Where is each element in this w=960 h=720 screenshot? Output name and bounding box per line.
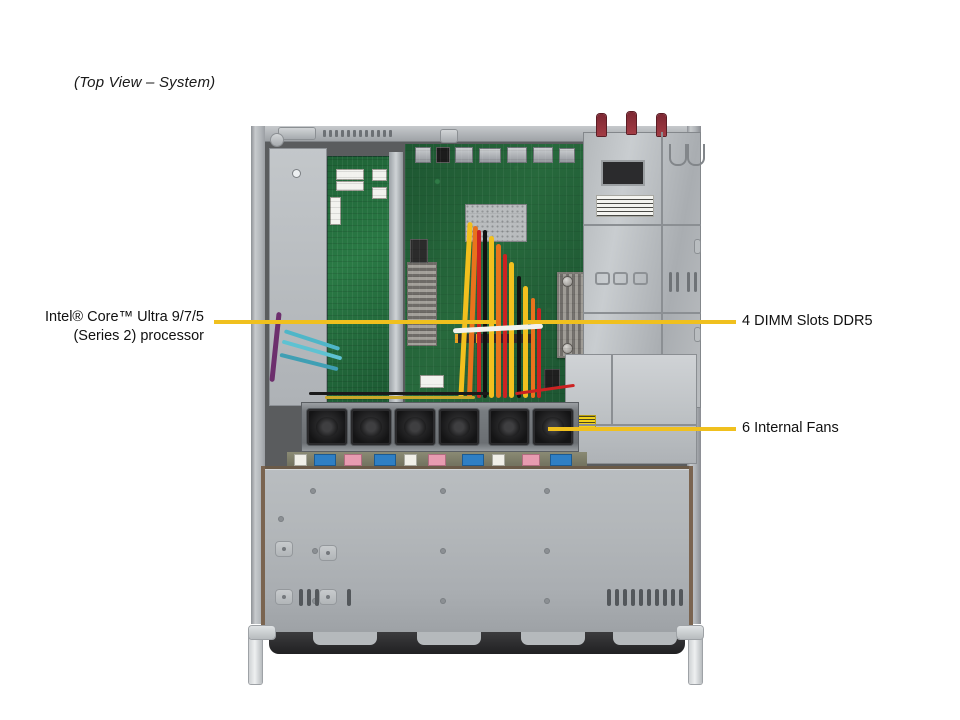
callout-cpu-line2: (Series 2) processor	[73, 328, 204, 344]
power-cable	[517, 276, 521, 398]
psu-handle-slot	[687, 144, 705, 166]
rack-ear-right[interactable]	[689, 632, 702, 684]
callout-cpu-line1: Intel® Core™ Ultra 9/7/5	[45, 309, 204, 325]
io-port-lan	[533, 147, 553, 163]
chassis-top-strip	[265, 126, 687, 142]
sata-connector	[551, 455, 571, 465]
standoff-mount	[275, 541, 293, 557]
fan-cable	[309, 392, 489, 395]
callout-dimm-line1: 4 DIMM Slots DDR5	[742, 313, 873, 329]
io-port-lan	[507, 147, 527, 163]
backplane-connector-strip	[287, 452, 587, 468]
motherboard	[405, 144, 669, 412]
rack-ear-right-hook[interactable]	[677, 626, 703, 639]
card-label	[331, 198, 340, 224]
standoff-mount	[319, 545, 337, 561]
vrm-heatsink	[407, 262, 437, 346]
leader-line-cpu	[214, 320, 496, 324]
upper-compartment	[265, 112, 705, 468]
sata-connector	[375, 455, 395, 465]
board-label	[421, 376, 443, 387]
front-panel-connector	[523, 455, 539, 465]
psu-label	[597, 196, 653, 216]
fan-cable	[325, 396, 475, 399]
drive-bay-cover	[265, 466, 689, 635]
leader-line-dimm	[528, 320, 736, 324]
psu-release-handle[interactable]	[627, 112, 636, 134]
standoff-mount	[275, 589, 293, 605]
chassis-inner-rim	[687, 466, 693, 632]
power-cable	[483, 230, 487, 398]
power-cable	[531, 298, 535, 398]
front-bezel	[269, 632, 685, 654]
power-cable	[523, 286, 528, 398]
callout-fans-line1: 6 Internal Fans	[742, 420, 839, 436]
front-panel-connector	[345, 455, 361, 465]
internal-fan	[439, 409, 479, 445]
page-title: (Top View – System)	[74, 74, 216, 91]
rack-ear-left[interactable]	[249, 632, 262, 684]
chassis-hinge	[441, 130, 457, 142]
chassis-hinge	[271, 134, 283, 146]
power-cable	[477, 230, 481, 398]
internal-fan	[395, 409, 435, 445]
leader-line-fans	[548, 427, 736, 431]
internal-fan	[489, 409, 529, 445]
psu-release-handle[interactable]	[597, 114, 606, 136]
power-cable	[496, 244, 501, 398]
power-distribution-cage	[543, 354, 697, 464]
card-label	[373, 188, 386, 198]
io-port-usb	[559, 148, 575, 163]
chassis-hinge	[279, 128, 315, 139]
fan-wall	[301, 402, 579, 452]
power-cable	[489, 236, 494, 398]
io-port-vga	[479, 148, 501, 163]
power-cable	[537, 308, 541, 398]
sata-connector	[463, 455, 483, 465]
card-label	[337, 182, 363, 190]
io-port-usb	[415, 147, 431, 163]
callout-dimm: 4 DIMM Slots DDR5	[742, 312, 873, 331]
card-label	[337, 170, 363, 179]
internal-fan	[307, 409, 347, 445]
riser-shield-panel	[269, 148, 327, 406]
board-label	[411, 240, 427, 262]
front-panel-connector	[429, 455, 445, 465]
chassis-inner-rim	[261, 466, 267, 632]
psu-vent-window	[601, 160, 645, 186]
internal-fan	[351, 409, 391, 445]
riser-bracket	[389, 152, 403, 406]
rack-ear-left-hook[interactable]	[249, 626, 275, 639]
callout-fans: 6 Internal Fans	[742, 419, 839, 438]
io-port-usb	[455, 147, 473, 163]
standoff-mount	[319, 589, 337, 605]
psu-handle-slot	[669, 144, 687, 166]
card-label	[373, 170, 386, 180]
sata-connector	[315, 455, 335, 465]
server-chassis-top-view	[249, 112, 705, 684]
psu-release-handle[interactable]	[657, 114, 666, 136]
callout-cpu: Intel® Core™ Ultra 9/7/5 (Series 2) proc…	[0, 308, 204, 346]
io-port-slot	[437, 148, 449, 162]
